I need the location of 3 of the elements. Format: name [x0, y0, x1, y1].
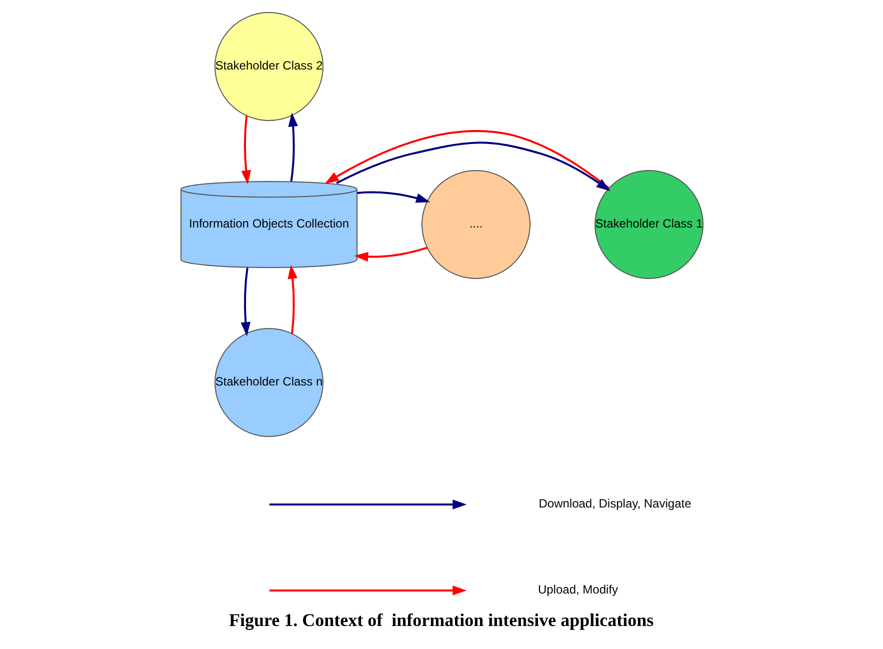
legend-label: Download, Display, Navigate	[538, 496, 691, 511]
caption: Figure 1. Context of information intensive applications	[228, 610, 654, 630]
legend-label: Upload, Modify	[537, 582, 618, 597]
